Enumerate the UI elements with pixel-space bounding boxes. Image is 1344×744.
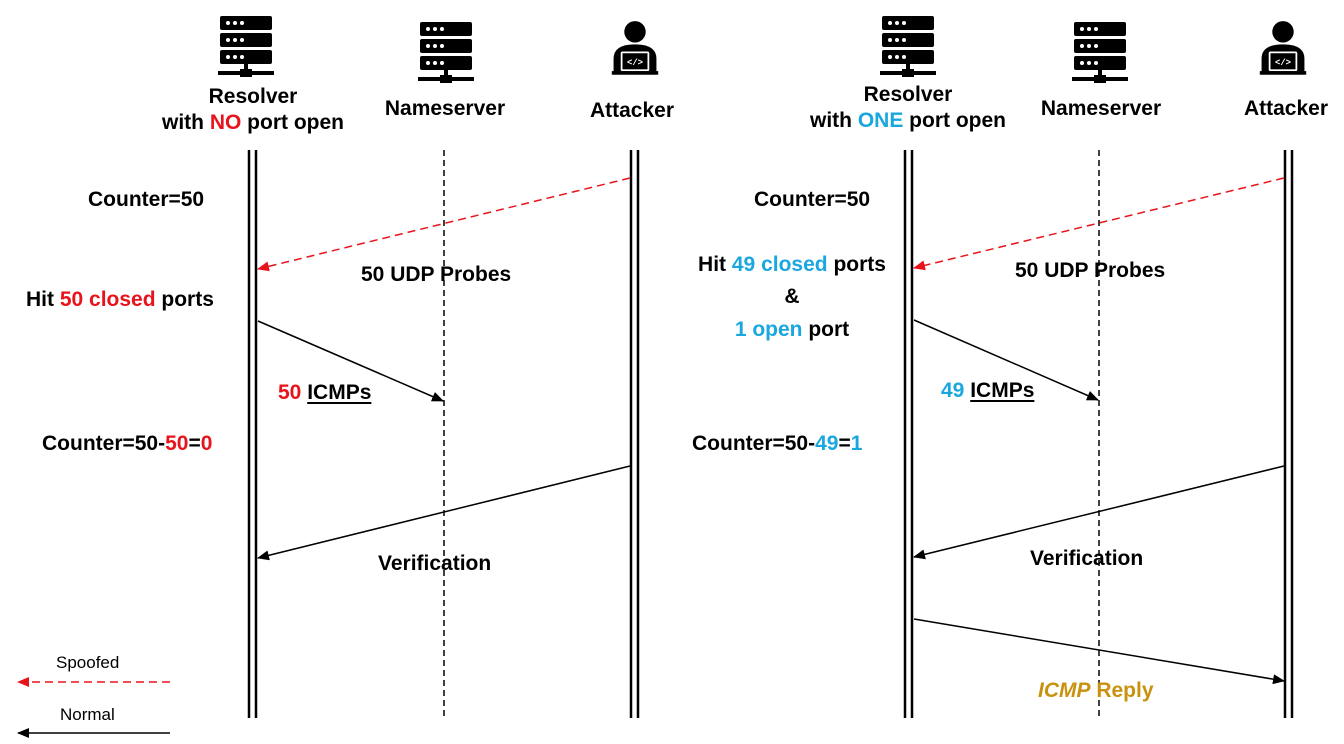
- ampersand: &: [784, 285, 800, 309]
- arrow-verification-right: [913, 465, 1285, 560]
- resolver-title: Resolver: [863, 83, 953, 106]
- counter-end-right: Counter=50-49=1: [692, 432, 863, 455]
- arrow-icmps-right: [913, 319, 1099, 401]
- hit-ports-left: Hit 50 closed ports: [26, 288, 214, 311]
- highlight-one: ONE: [857, 109, 904, 133]
- participant-nameserver-right: Nameserver: [1040, 97, 1162, 120]
- lifeline-attacker-left: [629, 150, 640, 718]
- lifeline-resolver-left: [247, 150, 258, 718]
- probes-label-right: 50 UDP Probes: [1015, 259, 1166, 282]
- verification-label-right: Verification: [1030, 547, 1144, 570]
- attacker-icon: [1259, 21, 1307, 75]
- server-icon: [418, 22, 474, 83]
- arrow-verification-left: [257, 465, 631, 561]
- icmps-label-right: 49 ICMPs: [941, 379, 1035, 402]
- participant-attacker-right: Attacker: [1243, 97, 1329, 120]
- server-icon: [218, 16, 274, 77]
- server-icon: [880, 16, 936, 77]
- verification-label-left: Verification: [378, 552, 492, 575]
- counter-end-left: Counter=50-50=0: [42, 432, 213, 455]
- resolver-subtitle: with NO port open: [162, 111, 344, 135]
- legend-spoofed-label: Spoofed: [56, 653, 120, 672]
- arrow-spoofed-probes-left: [257, 177, 631, 272]
- resolver-subtitle: with ONE port open: [810, 109, 1006, 133]
- arrow-spoofed-probes-right: [913, 177, 1285, 271]
- counter-start-left: Counter=50: [88, 188, 205, 211]
- server-icon: [1072, 22, 1128, 83]
- participant-resolver-left: Resolver with NO port open: [153, 84, 353, 137]
- participant-nameserver-left: Nameserver: [384, 97, 506, 120]
- lifeline-attacker-right: [1283, 150, 1294, 718]
- resolver-title: Resolver: [208, 85, 298, 108]
- legend-normal-label: Normal: [60, 705, 115, 724]
- participant-resolver-right: Resolver with ONE port open: [798, 82, 1018, 135]
- icmps-label-left: 50 ICMPs: [278, 381, 372, 404]
- probes-label-left: 50 UDP Probes: [361, 263, 512, 286]
- arrow-icmps-left: [257, 320, 444, 402]
- lifeline-resolver-right: [903, 150, 914, 718]
- hit-ports-right: Hit 49 closed ports & 1 open port: [684, 252, 900, 343]
- attacker-icon: [611, 21, 659, 75]
- participant-attacker-left: Attacker: [589, 99, 675, 122]
- highlight-no: NO: [209, 111, 242, 135]
- arrow-icmp-reply: [913, 618, 1285, 685]
- counter-start-right: Counter=50: [754, 188, 871, 211]
- icmp-reply-label: ICMP Reply: [1038, 679, 1154, 702]
